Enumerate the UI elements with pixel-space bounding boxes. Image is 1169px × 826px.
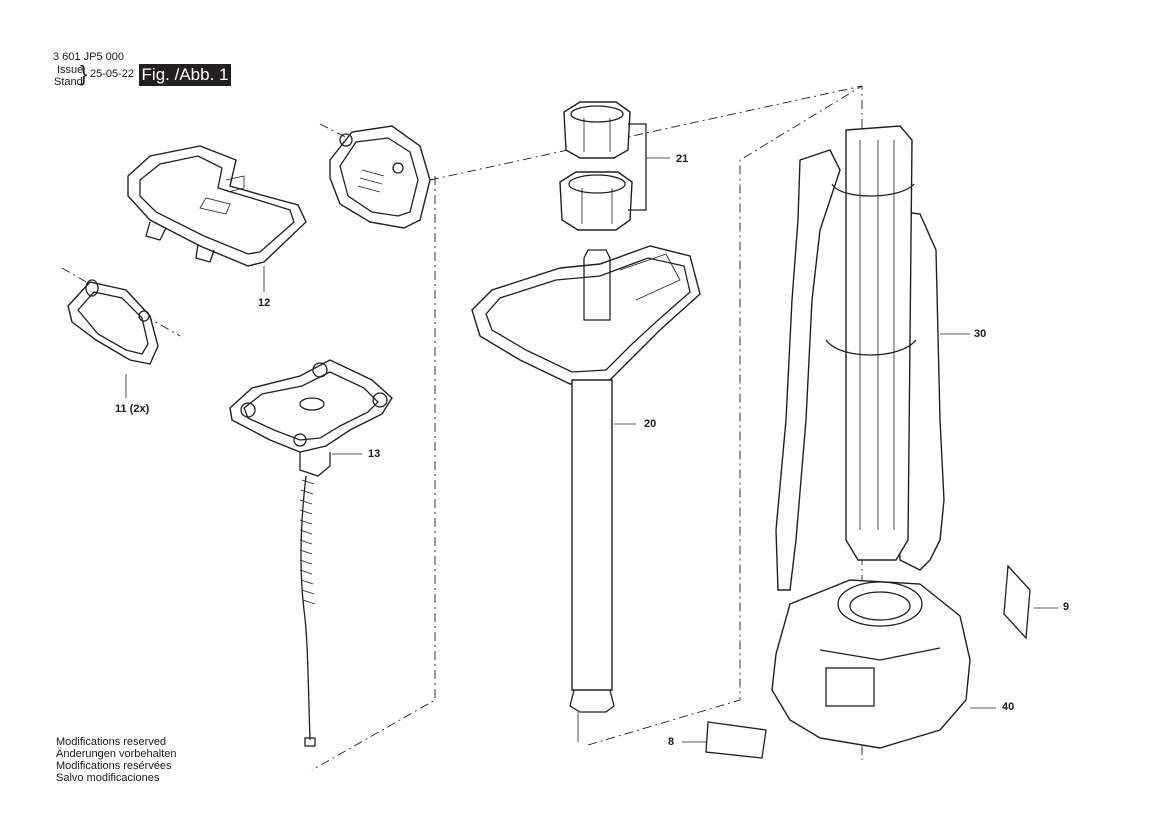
modifications-notice: Modifications reserved Änderungen vorbeh… [56, 736, 176, 784]
part-label-12: 12 [258, 297, 271, 309]
part-label-9: 9 [1063, 601, 1070, 613]
part-8-label [682, 721, 767, 759]
part-housing-module [329, 125, 431, 229]
part-label-11: 11 (2x) [115, 403, 150, 415]
part-9-label [1003, 564, 1058, 640]
part-30-tripod-legs [775, 125, 970, 591]
notice-line: Änderungen vorbehalten [56, 748, 177, 760]
part-label-30: 30 [974, 328, 987, 340]
part-number: 3 601 JP5 000 [53, 51, 124, 63]
figure-label: Fig. /Abb. 1 [139, 64, 231, 86]
part-label-40: 40 [1002, 701, 1015, 713]
part-20-handle-pole [471, 245, 701, 742]
notice-line: Salvo modificaciones [56, 772, 160, 784]
notice-line: Modifications reserved [56, 736, 167, 748]
stand-label: Stand [54, 76, 83, 88]
part-11-small-module [67, 279, 159, 398]
part-13-base-plate-cable [229, 359, 393, 747]
part-label-20: 20 [644, 418, 657, 430]
part-12-housing-frame [127, 145, 307, 292]
notice-line: Modifications resérvées [56, 760, 172, 772]
issue-date: 25-05-22 [90, 68, 135, 80]
issue-label: Issue [57, 64, 84, 76]
part-label-21: 21 [676, 153, 689, 165]
issue-brace: } [80, 61, 88, 86]
part-label-13: 13 [368, 448, 381, 460]
part-21-clamps [559, 101, 670, 231]
part-40-base [771, 579, 996, 749]
part-label-8: 8 [668, 736, 675, 748]
